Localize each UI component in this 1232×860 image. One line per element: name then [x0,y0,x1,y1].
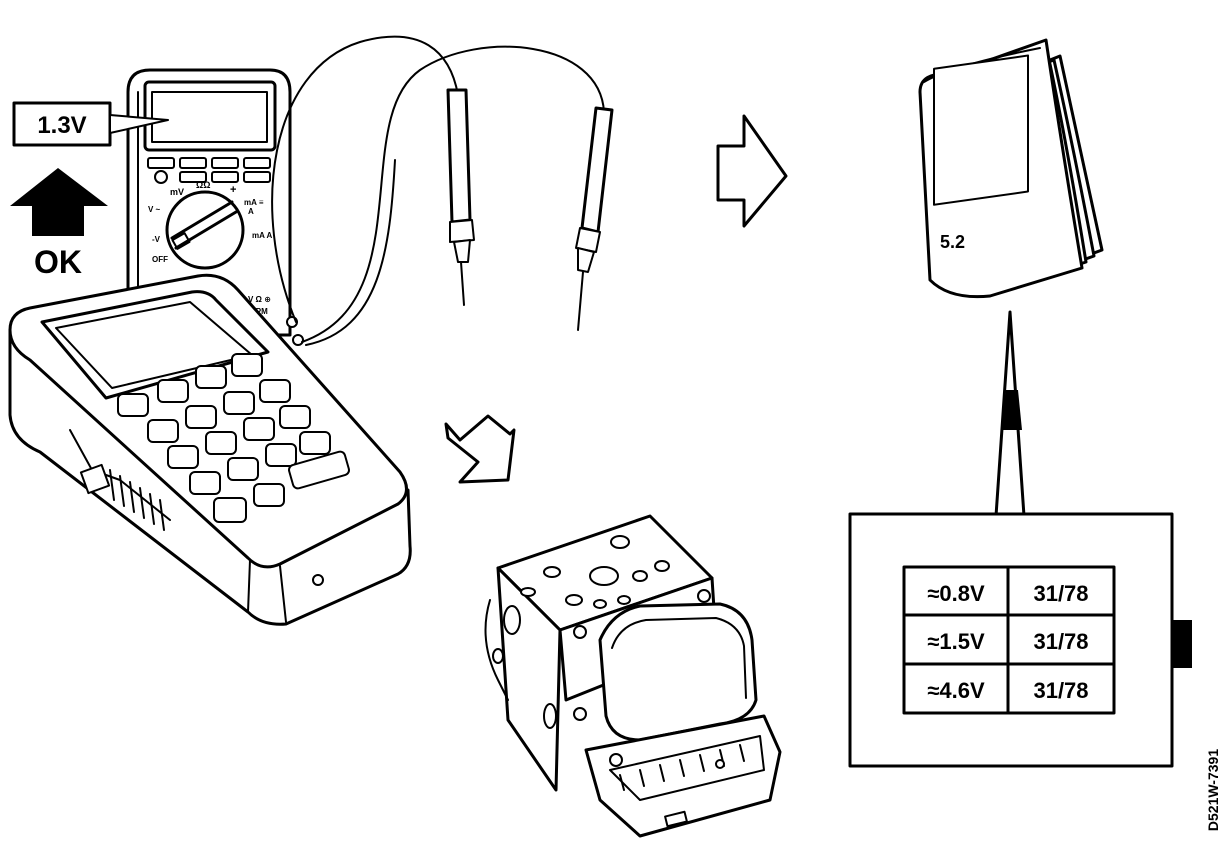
dial-label-mv: mV [170,187,184,197]
spec-voltage-cell: ≈1.5V [927,629,985,654]
dial-label-ma-a-bottom: mA A [252,231,273,240]
manual-booklet: 5.2 [918,38,1104,299]
reading-value: 1.3V [37,112,86,139]
hydraulic-control-unit [484,514,782,838]
reading-box [12,101,112,147]
test-probe-right [575,106,614,331]
dial-label-minus-v: -V [152,235,161,244]
spec-voltage-cell: ≈0.8V [927,581,985,606]
handheld-tester [8,273,412,626]
ecu-cover [598,602,758,742]
test-probe-left [446,88,475,306]
dial-label-ohm: ΩΩ [196,180,210,190]
spec-code-cell: 31/78 [1033,581,1088,606]
jack-label: V Ω ⊕ [248,295,271,304]
spec-code-cell: 31/78 [1033,629,1088,654]
multimeter-buttons [147,157,271,184]
outline-right-arrow-icon [716,114,788,228]
dial-label-off: OFF [152,255,168,264]
multimeter: mV ΩΩ + mA ≡ A mA A V ~ -V OFF V Ω ⊕ RPM [126,68,304,346]
spec-callout-box: ≈0.8V 31/78 ≈1.5V 31/78 ≈4.6V 31/78 [848,512,1174,768]
dial-label-v-ac: V ~ [148,205,161,214]
figure-id: D521W-7391 [1205,749,1221,831]
outline-down-left-arrow-icon [444,414,516,484]
probe-leads [271,35,605,346]
spec-code-cell: 31/78 [1033,678,1088,703]
voltage-reading-callout: 1.3V [12,101,169,147]
manual-section-number: 5.2 [940,232,965,252]
spec-voltage-cell: ≈4.6V [927,678,985,703]
tester-keypad [117,353,350,523]
probe-jack [292,334,304,346]
multimeter-display [143,80,277,152]
dial-label-a-right: A [248,207,254,216]
solid-up-arrow-icon [10,168,108,236]
ok-status: OK [34,244,82,280]
dial-label-plus: + [230,184,236,196]
tester-screen [40,290,270,400]
dial-label-ma-right: mA ≡ [244,198,264,207]
